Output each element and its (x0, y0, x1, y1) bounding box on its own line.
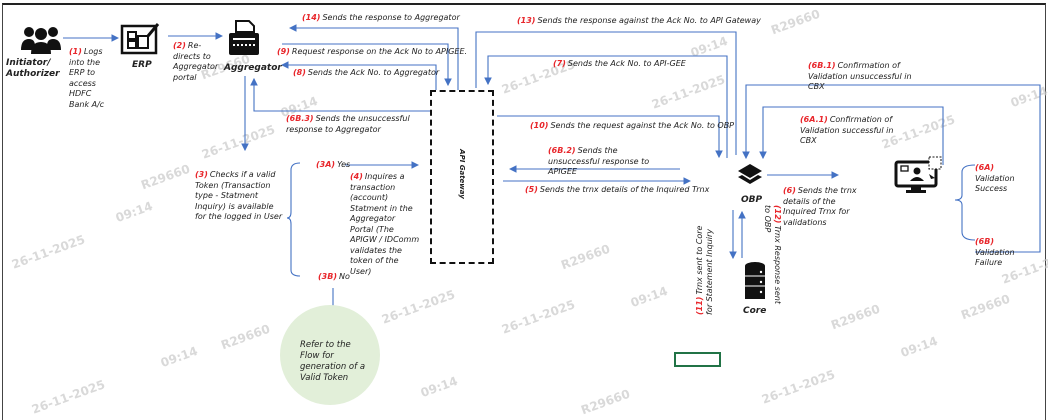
core-label: Core (743, 306, 767, 316)
step-10-text: (10)Sends the request against the Ack No… (530, 121, 735, 130)
arrow-step-7 (484, 55, 728, 158)
aggregator-label: Aggregator (224, 63, 282, 73)
arrow-step-10 (497, 115, 723, 159)
users-icon (21, 27, 61, 54)
step-1-text: (1)Logs into the ERP to access HDFC Bank… (69, 47, 105, 109)
step-7-text: (7)Sends the Ack No. to API-GEE (553, 59, 686, 68)
step-2-text: (2)Re-directs to Aggregator portal (173, 41, 219, 82)
selected-cell[interactable] (674, 352, 721, 367)
arrow-step-14 (288, 24, 459, 90)
step-6b1-text: (6B.1)Confirmation of Validation unsucce… (808, 61, 912, 91)
step-6b2-text: (6B.2)Sends the unsuccessful response to… (548, 146, 650, 176)
obp-label: OBP (741, 195, 763, 205)
initiator-label: Initiator/ Authorizer (6, 58, 60, 79)
monitor-icon (894, 156, 942, 193)
refer-token-flow-text: Refer to the Flow for generation of a Va… (300, 340, 366, 383)
typewriter-icon (229, 20, 259, 55)
arrow-step-6a1 (759, 106, 944, 165)
step-6b3-text: (6B.3)Sends the unsuccessful response to… (286, 114, 410, 134)
api-gateway-label: API Gateway (458, 149, 466, 199)
frame-border (2, 3, 1046, 420)
step-6b-text: (6B)Validation Failure (975, 237, 1015, 267)
step-12-text: (12)Trnx Response sent to OBP (763, 205, 782, 304)
step-9-text: (9)Request response on the Ack No to API… (277, 47, 468, 56)
arrow-step-8 (280, 61, 437, 90)
step-6-text: (6)Sends the trnx details of the Inquire… (783, 186, 857, 227)
arrow-step-6b1 (742, 84, 1041, 253)
step-5-text: (5)Sends the trnx details of the Inquire… (525, 185, 710, 194)
step-13-text: (13)Sends the response against the Ack N… (517, 16, 761, 25)
step-6a-text: (6A)Validation Success (975, 163, 1015, 193)
layers-icon (738, 164, 762, 184)
step-8-text: (8)Sends the Ack No. to Aggregator (293, 68, 440, 77)
step-3a-text: (3A)Yes (316, 160, 351, 169)
blueprint-icon (120, 23, 160, 55)
arrow-step-9 (282, 43, 452, 87)
step-4-text: (4)Inquires a transaction (account) Stat… (350, 172, 420, 276)
refer-token-flow-circle (280, 305, 380, 405)
line-step-13 (475, 31, 737, 155)
step-14-text: (14)Sends the response to Aggregator (302, 13, 460, 22)
validation-bracket (954, 164, 976, 241)
step-6a1-text: (6A.1)Confirmation of Validation success… (800, 115, 894, 145)
step-3b-text: (3B)No (318, 272, 350, 281)
decision-bracket (286, 162, 301, 277)
step-3-text: (3)Checks if a valid Token (Transaction … (195, 170, 283, 221)
arrow-step-6b3 (250, 77, 430, 112)
api-gateway-box (430, 90, 494, 264)
erp-label: ERP (132, 60, 152, 70)
step-11-text: (11)Trnx sent to Core for Statement Inqu… (695, 225, 714, 315)
database-icon (745, 262, 765, 299)
